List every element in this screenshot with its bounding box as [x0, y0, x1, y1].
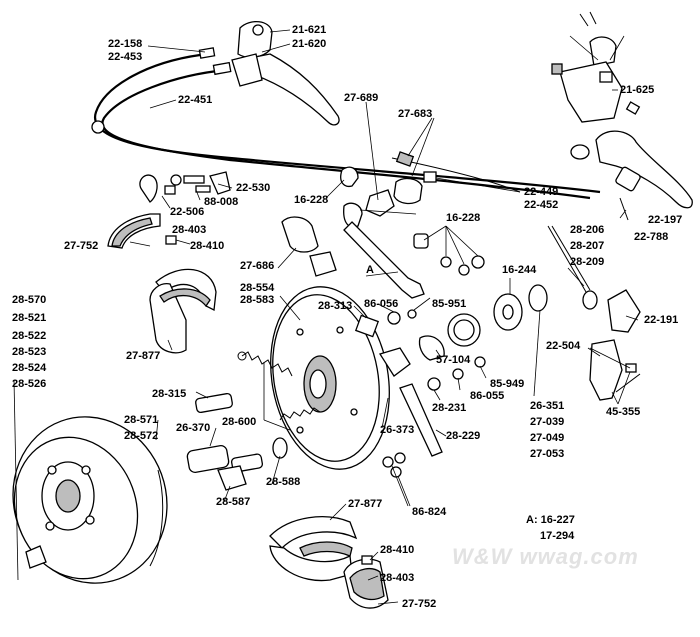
part-label-21-620: 21-620 — [292, 38, 327, 50]
part-label-57-104: 57-104 — [436, 354, 471, 366]
backing-plate-drawing — [270, 286, 390, 470]
return-springs-drawing — [237, 351, 321, 421]
brake-drum-drawing — [12, 416, 168, 584]
part-label-27-053: 27-053 — [530, 448, 565, 460]
left-lever-drawing — [231, 21, 340, 126]
part-label-22-504: 22-504 — [546, 340, 581, 352]
part-label-16-228-upper: 16-228 — [294, 194, 329, 206]
part-label-22-197: 22-197 — [648, 214, 683, 226]
part-label-27-683: 27-683 — [398, 108, 433, 120]
part-label-17-294: 17-294 — [540, 530, 575, 542]
part-label-28-206: 28-206 — [570, 224, 605, 236]
part-label-22-506: 22-506 — [170, 206, 205, 218]
part-label-28-523: 28-523 — [12, 346, 47, 358]
right-lever-drawing — [551, 11, 693, 221]
cam-bearing-parts-drawing — [354, 284, 548, 478]
part-label-26-370: 26-370 — [176, 422, 211, 434]
part-label-22-451: 22-451 — [178, 94, 213, 106]
part-label-28-207: 28-207 — [570, 240, 605, 252]
part-label-88-008: 88-008 — [204, 196, 239, 208]
part-label-27-689: 27-689 — [344, 92, 379, 104]
leader-lines — [13, 29, 639, 605]
part-label-85-949: 85-949 — [490, 378, 525, 390]
part-label-28-315: 28-315 — [152, 388, 187, 400]
part-label-28-229: 28-229 — [446, 430, 481, 442]
part-label-27-752-lower: 27-752 — [402, 598, 437, 610]
watermark: W&W wwag.com — [452, 544, 639, 569]
brake-shoe-lower-drawing — [269, 516, 389, 609]
part-label-28-524: 28-524 — [12, 362, 47, 374]
part-label-21-621: 21-621 — [292, 24, 327, 36]
part-label-28-403-upper: 28-403 — [172, 224, 207, 236]
part-label-28-600: 28-600 — [222, 416, 257, 428]
part-label-27-877-left: 27-877 — [126, 350, 161, 362]
part-label-26-373: 26-373 — [380, 424, 415, 436]
part-label-28-572: 28-572 — [124, 430, 159, 442]
part-label-27-877-lower: 27-877 — [348, 498, 383, 510]
part-label-27-752-upper: 27-752 — [64, 240, 99, 252]
part-label-27-049: 27-049 — [530, 432, 565, 444]
part-label-28-313: 28-313 — [318, 300, 353, 312]
part-label-a-reference: A: 16-227 — [526, 514, 575, 526]
part-label-28-231: 28-231 — [432, 402, 467, 414]
part-label-16-244: 16-244 — [502, 264, 537, 276]
cam-lever-drawing — [281, 166, 485, 299]
part-label-86-056: 86-056 — [364, 298, 399, 310]
part-label-28-583: 28-583 — [240, 294, 275, 306]
part-label-22-452: 22-452 — [524, 199, 559, 211]
part-label-22-453: 22-453 — [108, 51, 143, 63]
brake-cable-drawing — [91, 47, 601, 200]
part-label-22-449: 22-449 — [524, 186, 559, 198]
part-label-22-158: 22-158 — [108, 38, 143, 50]
part-label-28-554: 28-554 — [240, 282, 275, 294]
adjuster-parts-drawing — [186, 392, 288, 491]
part-label-26-351: 26-351 — [530, 400, 565, 412]
part-label-28-587: 28-587 — [216, 496, 251, 508]
part-label-28-526: 28-526 — [12, 378, 47, 390]
part-label-28-410-lower: 28-410 — [380, 544, 415, 556]
part-label-28-521: 28-521 — [12, 312, 47, 324]
adjuster-rod-drawing — [547, 225, 641, 401]
part-label-28-209: 28-209 — [570, 256, 605, 268]
part-label-28-570: 28-570 — [12, 294, 47, 306]
part-label-21-625: 21-625 — [620, 84, 655, 96]
part-label-27-039: 27-039 — [530, 416, 565, 428]
part-label-28-571: 28-571 — [124, 414, 159, 426]
part-label-86-824: 86-824 — [412, 506, 447, 518]
part-label-85-951: 85-951 — [432, 298, 467, 310]
part-label-45-355: 45-355 — [606, 406, 641, 418]
part-label-28-522: 28-522 — [12, 330, 47, 342]
part-label-28-403-lower: 28-403 — [380, 572, 415, 584]
clevis-pin-drawing — [139, 171, 231, 203]
brake-shoe-upper-drawing — [107, 213, 217, 354]
part-label-27-686: 27-686 — [240, 260, 275, 272]
part-label-22-191: 22-191 — [644, 314, 679, 326]
part-label-link-a: A — [366, 264, 374, 276]
part-label-16-228-right: 16-228 — [446, 212, 481, 224]
part-label-22-788: 22-788 — [634, 231, 669, 243]
part-label-28-410-upper: 28-410 — [190, 240, 225, 252]
part-label-86-055: 86-055 — [470, 390, 505, 402]
part-label-22-530: 22-530 — [236, 182, 271, 194]
part-label-28-588: 28-588 — [266, 476, 301, 488]
